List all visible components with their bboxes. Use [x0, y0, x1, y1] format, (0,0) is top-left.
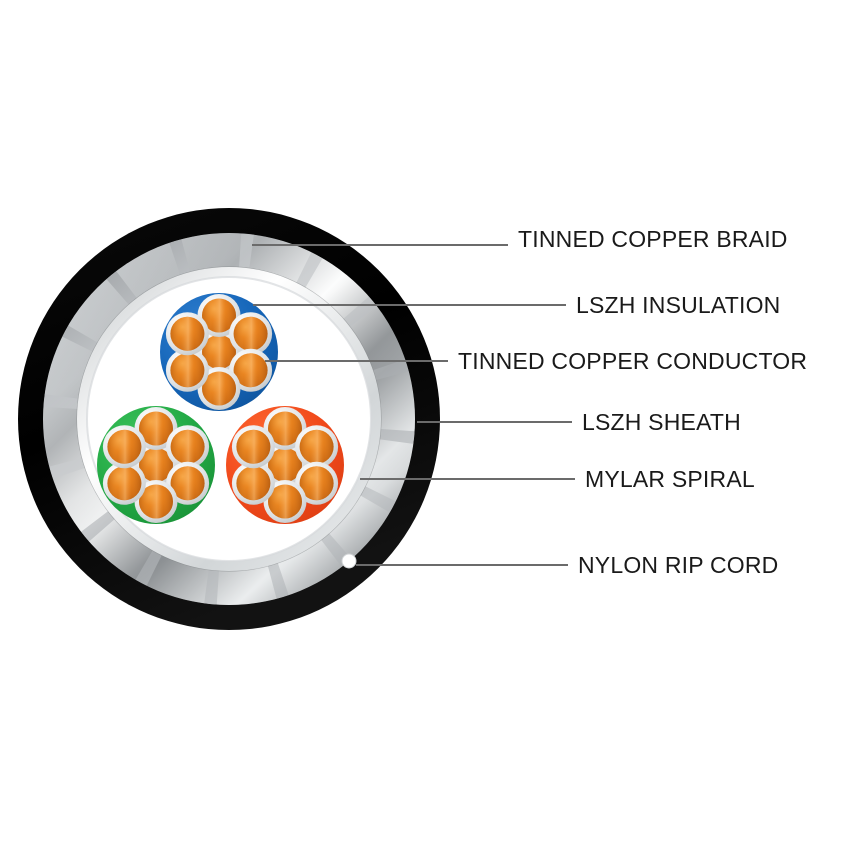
conductor-sheen: [170, 466, 205, 501]
core-inner-shadow: [86, 276, 372, 562]
conductor-sheen: [170, 316, 205, 351]
conductor-sheen: [299, 429, 334, 464]
conductor-sheen: [107, 429, 142, 464]
callout-leader-lines: [252, 244, 575, 566]
conductor-sheen: [268, 448, 302, 482]
conductor-sheen: [268, 411, 302, 446]
conductor-sheen: [268, 484, 302, 519]
conductor-sheen: [236, 466, 271, 501]
callout-label-lszh-sheath: LSZH SHEATH: [582, 409, 741, 435]
braid-spoke-group: [43, 233, 415, 605]
conductor-sheen: [170, 429, 205, 464]
conductor-sheen: [139, 411, 173, 446]
conductor-sheen: [236, 429, 271, 464]
blue-bundle: [160, 293, 278, 411]
callout-label-tinned-copper-braid: TINNED COPPER BRAID: [518, 226, 788, 252]
green-bundle: [97, 406, 215, 524]
nylon-rip-cord: [341, 553, 357, 569]
conductor-sheen: [170, 353, 205, 388]
conductor-sheen: [139, 484, 173, 519]
conductor-sheen: [107, 466, 142, 501]
callout-label-tinned-copper-conductor: TINNED COPPER CONDUCTOR: [458, 348, 808, 374]
conductor-sheen: [202, 335, 236, 369]
callout-label-mylar-spiral: MYLAR SPIRAL: [585, 466, 755, 492]
conductor-bundles: [97, 293, 344, 524]
conductor-sheen: [233, 316, 268, 351]
callout-label-lszh-insulation: LSZH INSULATION: [576, 292, 781, 318]
conductor-sheen: [233, 353, 268, 388]
callout-label-nylon-rip-cord: NYLON RIP CORD: [578, 552, 779, 578]
orange-bundle: [226, 406, 344, 524]
conductor-sheen: [299, 466, 334, 501]
cable-layers: [18, 208, 440, 630]
conductor-sheen: [202, 371, 236, 406]
conductor-sheen: [139, 448, 173, 482]
conductor-sheen: [202, 298, 236, 333]
braid-sheen: [43, 233, 415, 605]
